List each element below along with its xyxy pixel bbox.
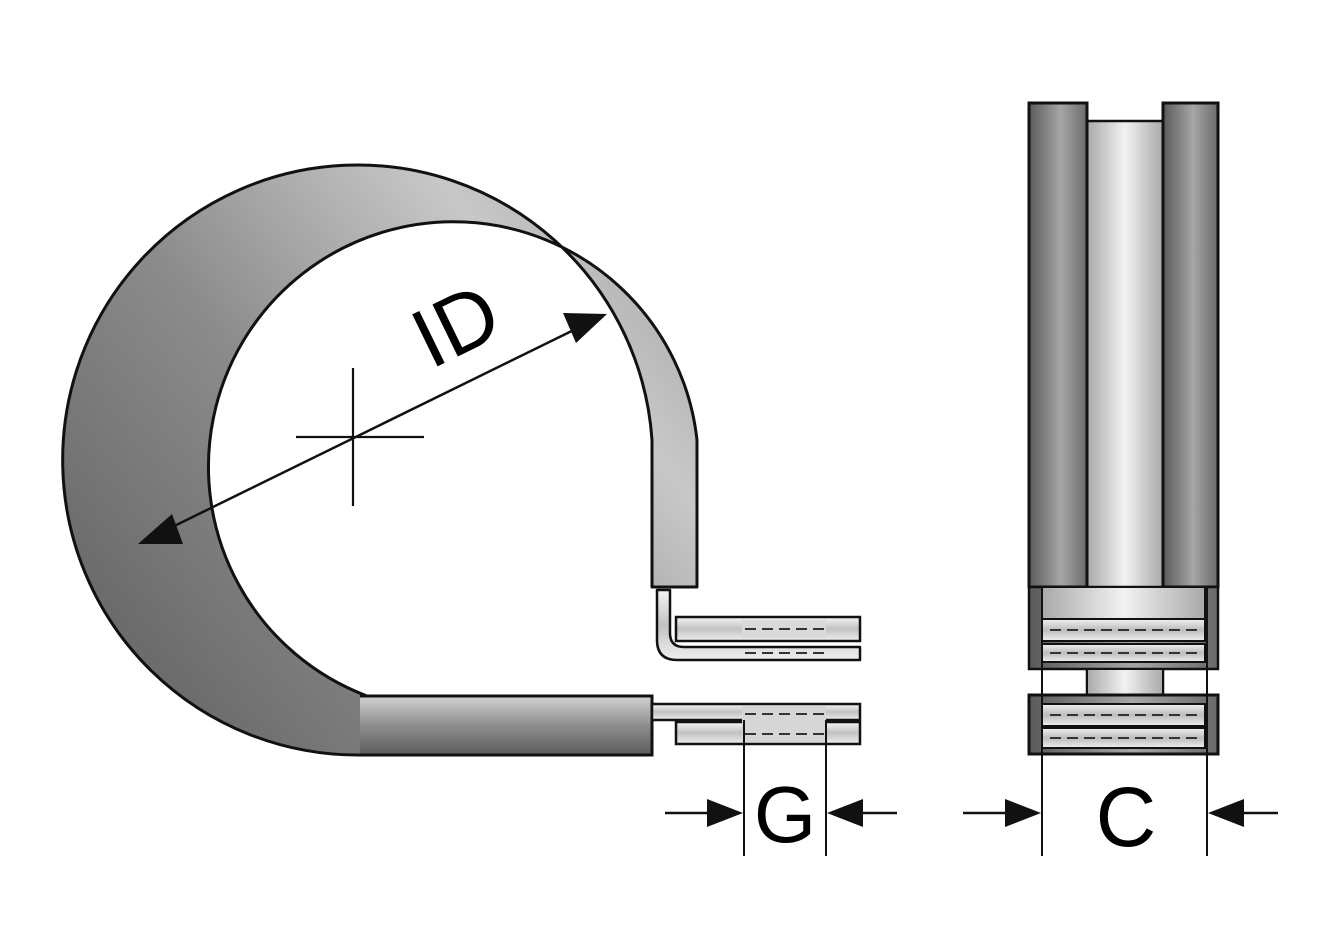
g-label: G [754, 770, 816, 859]
side-flange-left [1027, 101, 1089, 589]
c-label: C [1096, 770, 1157, 864]
upper-fixing-tab [655, 588, 862, 662]
side-lower-tab [1027, 693, 1220, 756]
clip-band [61, 163, 699, 757]
g-arrowhead-left [707, 799, 743, 827]
side-upper-tab [1027, 585, 1220, 671]
centre-mark [296, 368, 424, 506]
clip-side-view: C [963, 101, 1278, 864]
g-dimension: G [665, 720, 897, 859]
band-tail [360, 697, 651, 754]
side-flange-right [1161, 101, 1220, 589]
id-arrowhead-lower [138, 514, 183, 544]
c-arrowhead-left [1005, 799, 1041, 827]
c-arrowhead-right [1208, 799, 1244, 827]
id-arrowhead-upper [563, 313, 607, 343]
clip-front-view: ID G [61, 163, 897, 859]
c-dimension: C [963, 587, 1278, 864]
g-arrowhead-right [827, 799, 863, 827]
lower-fixing-tab [650, 702, 862, 746]
